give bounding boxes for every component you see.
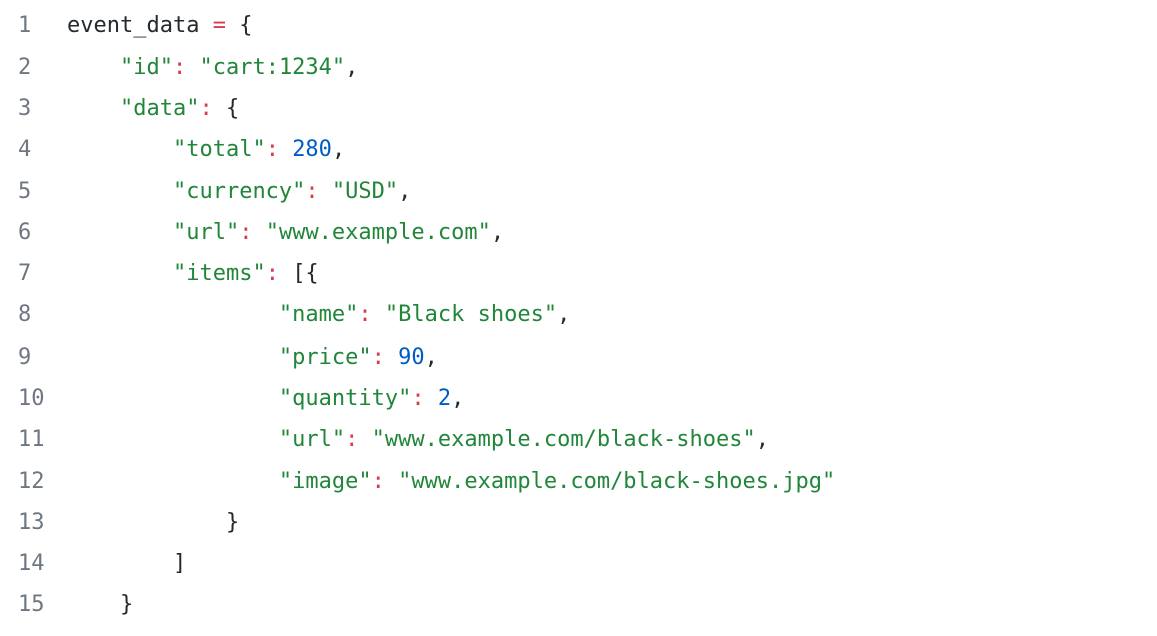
comma: ,	[557, 302, 571, 327]
assign-operator: =	[212, 13, 226, 38]
line-content: }	[67, 592, 133, 617]
line-content: "id": "cart:1234",	[67, 55, 358, 80]
line-content: "data": {	[67, 96, 239, 121]
line-content: event_data = {	[67, 13, 252, 38]
code-line: 8 "name": "Black shoes",	[0, 294, 1157, 335]
line-content: "price": 90,	[67, 345, 438, 370]
comma: ,	[345, 55, 359, 80]
code-line: 11 "url": "www.example.com/black-shoes",	[0, 419, 1157, 460]
code-line: 10 "quantity": 2,	[0, 378, 1157, 419]
line-number: 14	[18, 551, 45, 576]
number-value: 2	[437, 386, 452, 411]
line-content: "quantity": 2,	[67, 386, 464, 411]
close-bracket: ]	[172, 551, 187, 576]
comma: ,	[424, 345, 438, 370]
line-number: 6	[18, 220, 32, 245]
colon: :	[305, 179, 319, 204]
code-line: 4 "total": 280,	[0, 129, 1157, 170]
line-number: 1	[18, 13, 32, 38]
colon: :	[371, 469, 385, 494]
line-number: 10	[18, 386, 45, 411]
line-number: 5	[18, 179, 32, 204]
comma: ,	[398, 179, 412, 204]
string-value: "www.example.com/black-shoes"	[371, 427, 756, 452]
number-value: 280	[292, 137, 332, 162]
open-brace: {	[225, 96, 240, 121]
code-line: 6 "url": "www.example.com",	[0, 212, 1157, 253]
comma: ,	[331, 137, 346, 162]
code-line: 7 "items": [{	[0, 253, 1157, 294]
colon: :	[265, 137, 279, 162]
code-line: 15 }	[0, 584, 1157, 625]
line-content: "total": 280,	[67, 137, 345, 162]
line-number: 15	[18, 592, 45, 617]
colon: :	[371, 345, 385, 370]
line-content: "image": "www.example.com/black-shoes.jp…	[67, 469, 835, 494]
colon: :	[265, 261, 279, 286]
string-value: "www.example.com"	[265, 220, 491, 245]
comma: ,	[755, 427, 770, 452]
code-line: 1 event_data = {	[0, 5, 1157, 46]
code-line: 5 "currency": "USD",	[0, 171, 1157, 212]
open-brace: {	[239, 13, 253, 38]
close-brace: }	[225, 510, 240, 535]
variable-name: event_data	[67, 13, 200, 38]
line-number: 11	[18, 427, 45, 452]
key: "id"	[119, 55, 173, 80]
line-content: "name": "Black shoes",	[67, 302, 570, 327]
string-value: "www.example.com/black-shoes.jpg"	[398, 469, 836, 494]
string-value: "USD"	[331, 179, 399, 204]
colon: :	[199, 96, 213, 121]
line-content: "items": [{	[67, 261, 319, 286]
line-number: 9	[18, 345, 32, 370]
code-line: 14 ]	[0, 543, 1157, 584]
line-number: 12	[18, 469, 45, 494]
line-number: 2	[18, 55, 32, 80]
line-number: 8	[18, 302, 32, 327]
line-content: "currency": "USD",	[67, 179, 411, 204]
key: "name"	[278, 302, 359, 327]
code-line: 2 "id": "cart:1234",	[0, 47, 1157, 88]
line-content: }	[67, 510, 239, 535]
key: "currency"	[172, 179, 306, 204]
line-content: "url": "www.example.com",	[67, 220, 504, 245]
close-brace: }	[119, 592, 134, 617]
code-line: 13 }	[0, 502, 1157, 543]
key: "url"	[172, 220, 240, 245]
code-line: 3 "data": {	[0, 88, 1157, 129]
colon: :	[172, 55, 187, 80]
colon: :	[358, 302, 372, 327]
key: "data"	[119, 96, 200, 121]
line-number: 4	[18, 137, 32, 162]
string-value: "cart:1234"	[199, 55, 346, 80]
line-number: 7	[18, 261, 32, 286]
line-number: 3	[18, 96, 32, 121]
key: "price"	[278, 345, 372, 370]
key: "total"	[172, 137, 266, 162]
string-value: "Black shoes"	[384, 302, 558, 327]
key: "items"	[172, 261, 266, 286]
colon: :	[411, 386, 425, 411]
number-value: 90	[398, 345, 425, 370]
colon: :	[239, 220, 253, 245]
code-line: 12 "image": "www.example.com/black-shoes…	[0, 461, 1157, 502]
line-content: "url": "www.example.com/black-shoes",	[67, 427, 769, 452]
comma: ,	[490, 220, 505, 245]
key: "image"	[278, 469, 372, 494]
open-list: [{	[292, 261, 319, 286]
line-number: 13	[18, 510, 45, 535]
code-line: 9 "price": 90,	[0, 337, 1157, 378]
key: "url"	[278, 427, 346, 452]
colon: :	[345, 427, 359, 452]
comma: ,	[451, 386, 465, 411]
line-content: ]	[67, 551, 186, 576]
key: "quantity"	[278, 386, 412, 411]
